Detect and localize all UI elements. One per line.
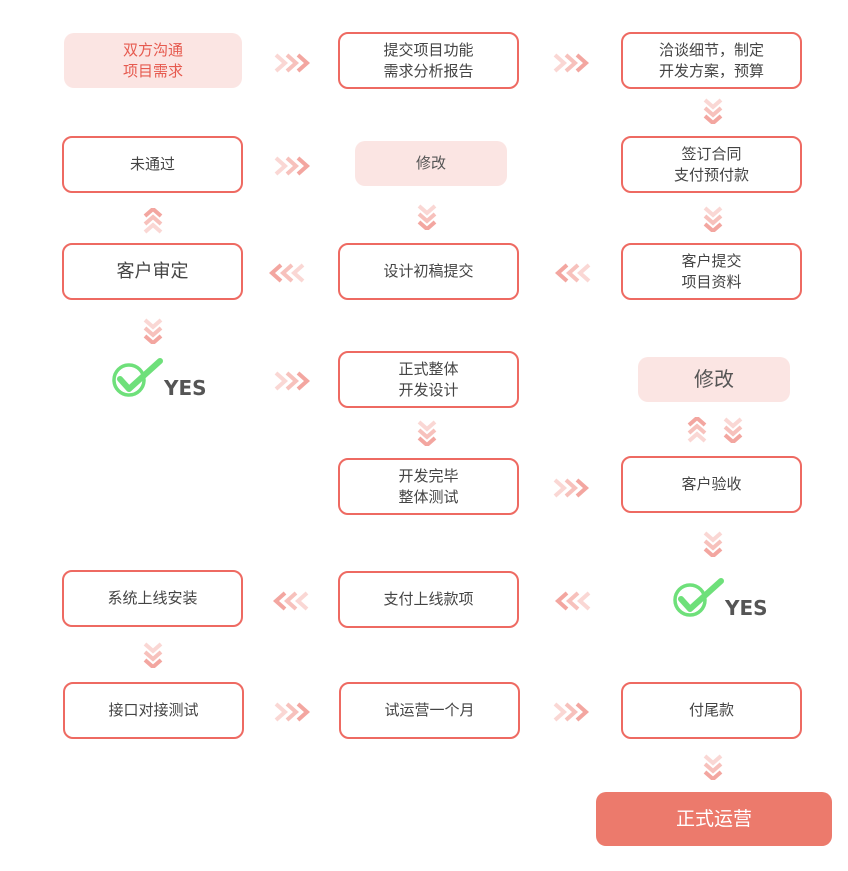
step-trial-operation: 试运营一个月 bbox=[339, 682, 520, 739]
step-client-submit-materials: 客户提交 项目资料 bbox=[621, 243, 802, 300]
step-interface-testing: 接口对接测试 bbox=[63, 682, 244, 739]
step-client-acceptance: 客户验收 bbox=[621, 456, 802, 513]
chevron-right-icon bbox=[274, 371, 311, 391]
chevron-left-icon bbox=[554, 591, 591, 611]
step-official-operation: 正式运营 bbox=[596, 792, 832, 846]
step-submit-analysis-report: 提交项目功能 需求分析报告 bbox=[338, 32, 519, 89]
chevron-right-icon bbox=[274, 156, 311, 176]
yes-approved-mark: YES bbox=[110, 358, 207, 398]
step-development-complete-testing: 开发完毕 整体测试 bbox=[338, 458, 519, 515]
step-not-approved: 未通过 bbox=[62, 136, 243, 193]
check-icon bbox=[673, 578, 724, 617]
step-client-review: 客户审定 bbox=[62, 243, 243, 300]
chevron-down-icon bbox=[703, 531, 723, 557]
step-system-deployment: 系统上线安装 bbox=[62, 570, 243, 627]
step-formal-development: 正式整体 开发设计 bbox=[338, 351, 519, 408]
chevron-down-icon bbox=[417, 420, 437, 446]
chevron-down-icon bbox=[143, 318, 163, 344]
step-pay-launch-fee: 支付上线款项 bbox=[338, 571, 519, 628]
chevron-left-icon bbox=[268, 263, 305, 283]
step-final-payment: 付尾款 bbox=[621, 682, 802, 739]
chevron-left-icon bbox=[272, 591, 309, 611]
chevron-down-icon bbox=[723, 417, 743, 443]
chevron-down-icon bbox=[703, 754, 723, 780]
chevron-right-icon bbox=[553, 478, 590, 498]
yes-accepted-mark: YES bbox=[671, 578, 768, 618]
chevron-up-icon bbox=[143, 208, 163, 234]
step-revise: 修改 bbox=[355, 141, 507, 186]
chevron-right-icon bbox=[553, 53, 590, 73]
chevron-left-icon bbox=[554, 263, 591, 283]
chevron-up-icon bbox=[687, 417, 707, 443]
yes-label: YES bbox=[164, 376, 207, 400]
check-icon bbox=[112, 358, 163, 397]
chevron-down-icon bbox=[703, 206, 723, 232]
step-revise-2: 修改 bbox=[638, 357, 790, 402]
step-negotiate-plan-budget: 洽谈细节，制定 开发方案，预算 bbox=[621, 32, 802, 89]
step-submit-draft-design: 设计初稿提交 bbox=[338, 243, 519, 300]
chevron-down-icon bbox=[417, 204, 437, 230]
step-sign-contract-prepay: 签订合同 支付预付款 bbox=[621, 136, 802, 193]
yes-label: YES bbox=[725, 596, 768, 620]
chevron-right-icon bbox=[553, 702, 590, 722]
step-requirement-communication: 双方沟通 项目需求 bbox=[64, 33, 242, 88]
chevron-right-icon bbox=[274, 702, 311, 722]
chevron-down-icon bbox=[703, 98, 723, 124]
chevron-right-icon bbox=[274, 53, 311, 73]
chevron-down-icon bbox=[143, 642, 163, 668]
